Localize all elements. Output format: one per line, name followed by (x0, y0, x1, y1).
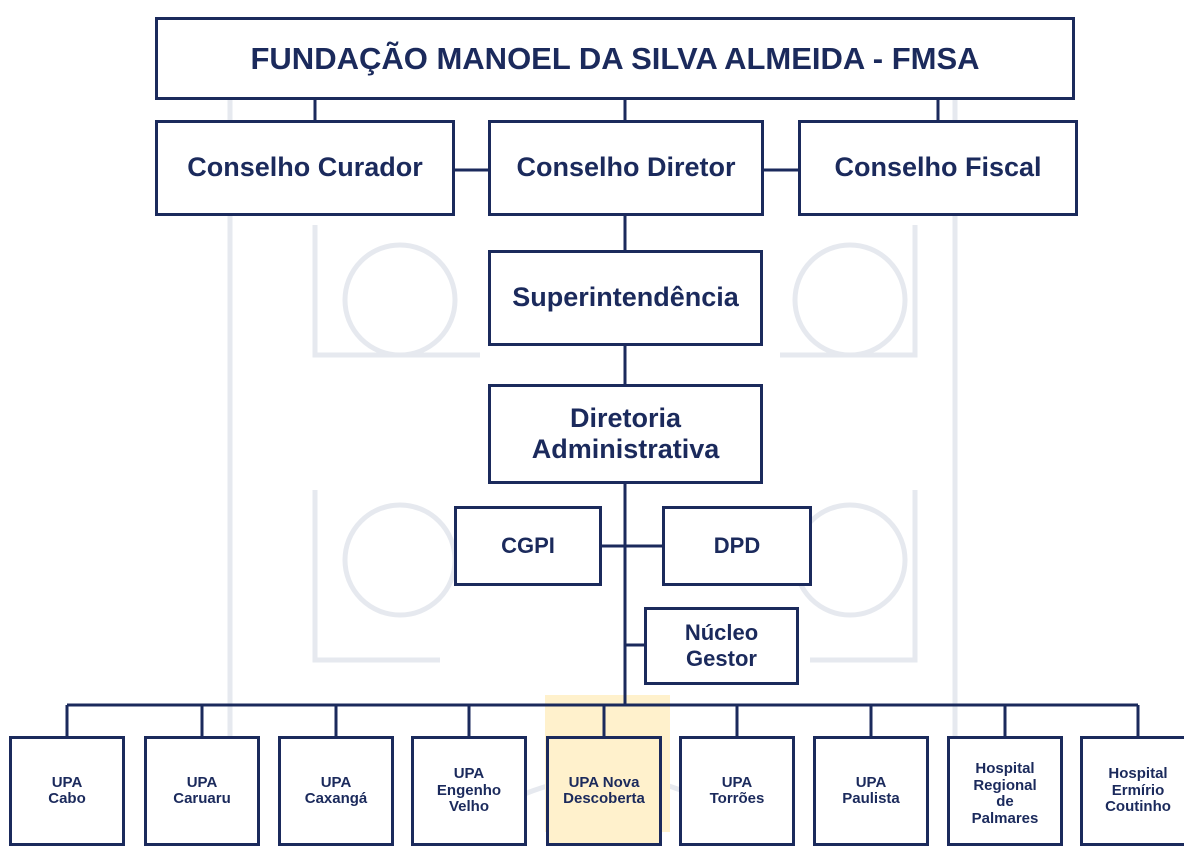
unit-upa-torroes: UPA Torrões (679, 736, 795, 846)
unit-upa-engenho-velho: UPA Engenho Velho (411, 736, 527, 846)
diretoria-administrativa-box: Diretoria Administrativa (488, 384, 763, 484)
unit-upa-nova-descoberta: UPA Nova Descoberta (546, 736, 662, 846)
dpd-box: DPD (662, 506, 812, 586)
cgpi-box: CGPI (454, 506, 602, 586)
nucleo-gestor-box: Núcleo Gestor (644, 607, 799, 685)
unit-upa-caxanga: UPA Caxangá (278, 736, 394, 846)
conselho-fiscal-box: Conselho Fiscal (798, 120, 1078, 216)
unit-upa-paulista: UPA Paulista (813, 736, 929, 846)
conselho-curador-box: Conselho Curador (155, 120, 455, 216)
superintendencia-box: Superintendência (488, 250, 763, 346)
unit-upa-caruaru: UPA Caruaru (144, 736, 260, 846)
unit-hospital-ermirio-coutinho: Hospital Ermírio Coutinho (1080, 736, 1184, 846)
unit-hospital-regional-palmares: Hospital Regional de Palmares (947, 736, 1063, 846)
org-title-box: FUNDAÇÃO MANOEL DA SILVA ALMEIDA - FMSA (155, 17, 1075, 100)
unit-upa-cabo: UPA Cabo (9, 736, 125, 846)
conselho-diretor-box: Conselho Diretor (488, 120, 764, 216)
